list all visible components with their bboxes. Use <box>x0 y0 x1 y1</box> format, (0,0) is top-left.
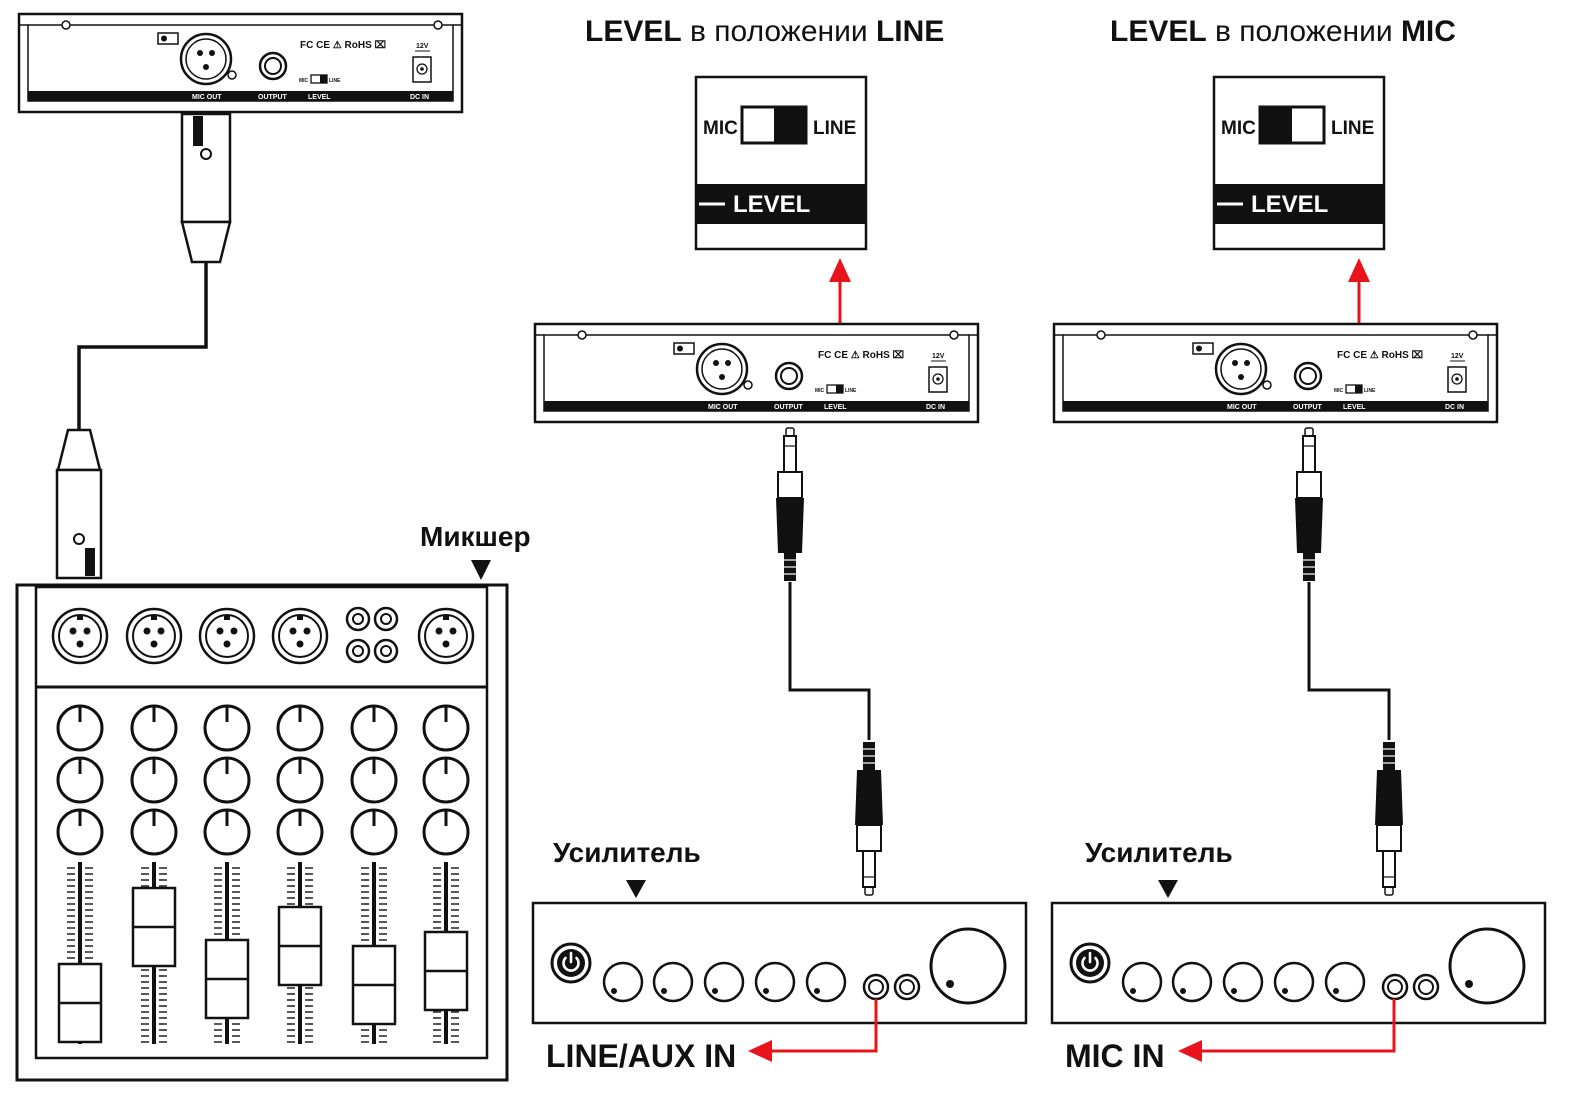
mic-in-label: MIC IN <box>1065 1038 1165 1074</box>
receiver-mic-small: MIC <box>815 388 825 394</box>
mixer-fader[interactable] <box>351 862 397 1044</box>
receiver-mic-out-label: MIC OUT <box>708 404 738 411</box>
mixer-knob[interactable] <box>422 808 470 856</box>
mixer-knob[interactable] <box>203 704 251 752</box>
mixer-xlr-input[interactable] <box>51 607 109 665</box>
mixer-pointer <box>471 560 491 580</box>
amplifier-label-mic: Усилитель <box>1085 837 1233 868</box>
mixer-knob[interactable] <box>203 756 251 804</box>
jack-plug-icon <box>1374 741 1404 896</box>
switch-card-mic: MIC LINE LEVEL <box>1212 75 1386 251</box>
mixer <box>15 583 509 1082</box>
mixer-knob[interactable] <box>130 808 178 856</box>
receiver-level-label: LEVEL <box>1343 404 1366 411</box>
arrow-left-icon <box>748 999 878 1062</box>
xlr-connector-icon <box>55 428 103 580</box>
receiver-top-left: MIC OUT OUTPUT LEVEL DC IN 12V FC CE ⚠ R… <box>17 12 464 114</box>
mixer-knob[interactable] <box>276 808 324 856</box>
receiver-voltage-label: 12V <box>1451 353 1464 360</box>
mixer-knob[interactable] <box>350 704 398 752</box>
receiver-dc-in-label: DC IN <box>926 404 945 411</box>
title-level-mic: LEVEL в положении MIC <box>1110 15 1456 48</box>
amplifier-line <box>531 901 1028 1025</box>
receiver-line-small: LINE <box>329 78 341 84</box>
receiver-mic-out-label: MIC OUT <box>1227 404 1257 411</box>
mixer-xlr-input[interactable] <box>125 607 183 665</box>
receiver-dc-in-label: DC IN <box>1445 404 1464 411</box>
switch-line-label: LINE <box>813 118 856 139</box>
jack-plug-icon <box>775 427 805 582</box>
switch-mic-label: MIC <box>703 118 738 139</box>
xlr-connector-icon <box>180 112 232 264</box>
mixer-knob[interactable] <box>56 704 104 752</box>
receiver-voltage-label: 12V <box>416 43 429 50</box>
receiver-cert-label: FC CE ⚠ RoHS ⌧ <box>300 40 386 51</box>
mixer-knob[interactable] <box>350 756 398 804</box>
mixer-knob[interactable] <box>130 704 178 752</box>
mixer-xlr-input[interactable] <box>271 607 329 665</box>
switch-card-line: MIC LINE LEVEL <box>694 75 868 251</box>
receiver-mic-out-label: MIC OUT <box>192 94 222 101</box>
receiver-output-label: OUTPUT <box>1293 404 1323 411</box>
receiver-cert-label: FC CE ⚠ RoHS ⌧ <box>818 350 904 361</box>
arrow-left-icon <box>1178 999 1396 1062</box>
mixer-knob[interactable] <box>130 756 178 804</box>
cable-middle <box>788 582 871 740</box>
mixer-knob[interactable] <box>422 756 470 804</box>
receiver-line-small: LINE <box>1364 388 1376 394</box>
mixer-knob[interactable] <box>276 704 324 752</box>
mixer-knob[interactable] <box>203 808 251 856</box>
mixer-knob[interactable] <box>422 704 470 752</box>
amplifier-pointer <box>1158 880 1178 898</box>
amplifier-pointer <box>626 880 646 898</box>
mixer-fader[interactable] <box>423 862 469 1044</box>
mixer-knob[interactable] <box>56 756 104 804</box>
switch-mic-label: MIC <box>1221 118 1256 139</box>
jack-plug-icon <box>1294 427 1324 582</box>
receiver-voltage-label: 12V <box>932 353 945 360</box>
receiver-output-label: OUTPUT <box>774 404 804 411</box>
mixer-label: Микшер <box>420 521 531 552</box>
mixer-xlr-input[interactable] <box>417 607 475 665</box>
switch-level-label: LEVEL <box>1251 191 1328 218</box>
mixer-fader[interactable] <box>204 862 250 1044</box>
mixer-fader[interactable] <box>131 862 177 1044</box>
title-level-line: LEVEL в положении LINE <box>585 15 944 48</box>
receiver-cert-label: FC CE ⚠ RoHS ⌧ <box>1337 350 1423 361</box>
receiver-line-small: LINE <box>845 388 857 394</box>
receiver-mic-small: MIC <box>1334 388 1344 394</box>
receiver-mic-small: MIC <box>299 78 309 84</box>
receiver-right: MIC OUT OUTPUT LEVEL DC IN 12V FC CE ⚠ R… <box>1052 322 1499 424</box>
switch-level-label: LEVEL <box>733 191 810 218</box>
switch-line-label: LINE <box>1331 118 1374 139</box>
receiver-output-label: OUTPUT <box>258 94 288 101</box>
cable-right <box>1307 582 1391 740</box>
amplifier-mic <box>1050 901 1547 1025</box>
mixer-fader[interactable] <box>57 862 103 1044</box>
mixer-xlr-input[interactable] <box>198 607 256 665</box>
receiver-dc-in-label: DC IN <box>410 94 429 101</box>
jack-plug-icon <box>854 741 884 896</box>
cable-xlr <box>77 262 208 430</box>
mixer-knob[interactable] <box>350 808 398 856</box>
amplifier-label-line: Усилитель <box>553 837 701 868</box>
receiver-level-label: LEVEL <box>824 404 847 411</box>
mixer-fader[interactable] <box>277 862 323 1044</box>
receiver-level-label: LEVEL <box>308 94 331 101</box>
line-aux-in-label: LINE/AUX IN <box>546 1038 736 1074</box>
mixer-knob[interactable] <box>56 808 104 856</box>
receiver-middle: MIC OUT OUTPUT LEVEL DC IN 12V FC CE ⚠ R… <box>533 322 980 424</box>
mixer-knob[interactable] <box>276 756 324 804</box>
